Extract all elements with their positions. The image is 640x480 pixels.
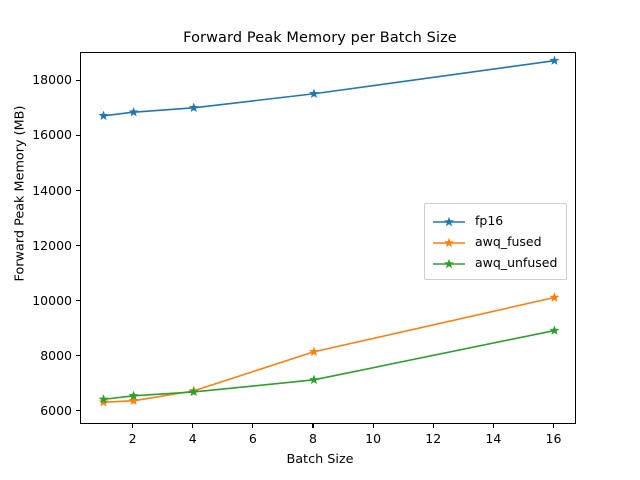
y-tick-label: 16000 <box>32 127 72 143</box>
x-tick-label: 4 <box>188 431 197 446</box>
data-point-marker <box>188 102 199 112</box>
x-tick-mark <box>252 424 254 428</box>
series-line <box>103 296 555 403</box>
x-tick-label: 8 <box>308 431 317 446</box>
series-awq_fused <box>98 292 560 407</box>
data-point-marker <box>128 107 139 117</box>
series-line <box>103 329 555 401</box>
series-awq_unfused <box>98 325 560 404</box>
data-point-marker <box>309 88 319 98</box>
data-point-marker <box>98 394 109 404</box>
x-tick-label: 2 <box>128 431 137 446</box>
y-tick-label: 8000 <box>40 347 72 363</box>
x-tick-label: 12 <box>425 431 442 446</box>
legend: fp16 awq_fused awq_unfused <box>424 203 568 280</box>
x-tick-mark <box>552 424 554 428</box>
x-tick-label: 10 <box>365 431 382 446</box>
data-point-marker <box>128 390 139 401</box>
x-tick-mark <box>132 424 134 428</box>
y-axis-label: Forward Peak Memory (MB) <box>12 105 28 282</box>
x-tick-label: 14 <box>485 431 502 446</box>
data-point-marker <box>549 55 560 65</box>
legend-label: awq_unfused <box>475 255 558 270</box>
data-point-marker <box>549 325 560 335</box>
y-tick-label: 12000 <box>32 237 72 253</box>
x-tick-mark <box>192 424 194 428</box>
y-tick-mark <box>76 245 80 247</box>
series-canvas <box>98 55 560 407</box>
y-tick-mark <box>76 410 80 412</box>
x-tick-mark <box>432 424 434 428</box>
data-point-marker <box>98 110 109 120</box>
y-tick-label: 6000 <box>40 402 72 418</box>
y-tick-label: 14000 <box>32 182 72 198</box>
data-point-marker <box>309 346 319 356</box>
legend-label: awq_fused <box>475 234 542 249</box>
data-point-marker <box>98 396 109 407</box>
legend-item-awq_fused[interactable]: awq_fused <box>432 231 557 252</box>
data-point-marker <box>549 292 560 302</box>
series-fp16 <box>98 55 560 120</box>
legend-item-awq_unfused[interactable]: awq_unfused <box>432 252 557 273</box>
y-tick-label: 18000 <box>32 72 72 88</box>
x-tick-mark <box>492 424 494 428</box>
x-tick-label: 16 <box>545 431 562 446</box>
x-axis-label: Batch Size <box>286 452 354 467</box>
x-tick-mark <box>372 424 374 428</box>
legend-item-fp16[interactable]: fp16 <box>432 210 557 231</box>
chart-title: Forward Peak Memory per Batch Size <box>183 30 457 46</box>
x-tick-mark <box>312 424 314 428</box>
y-tick-label: 10000 <box>32 292 72 308</box>
legend-label: fp16 <box>475 213 504 228</box>
y-tick-mark <box>76 79 80 81</box>
series-line <box>103 59 555 117</box>
y-tick-mark <box>76 300 80 302</box>
data-point-marker <box>188 386 199 397</box>
data-point-marker <box>128 395 139 405</box>
legend-line-swatch <box>432 214 466 228</box>
y-tick-mark <box>76 355 80 357</box>
legend-line-swatch <box>432 235 466 249</box>
y-tick-mark <box>76 134 80 136</box>
y-tick-mark <box>76 190 80 192</box>
data-point-marker <box>309 374 319 385</box>
x-tick-label: 6 <box>248 431 257 446</box>
legend-line-swatch <box>432 256 466 270</box>
